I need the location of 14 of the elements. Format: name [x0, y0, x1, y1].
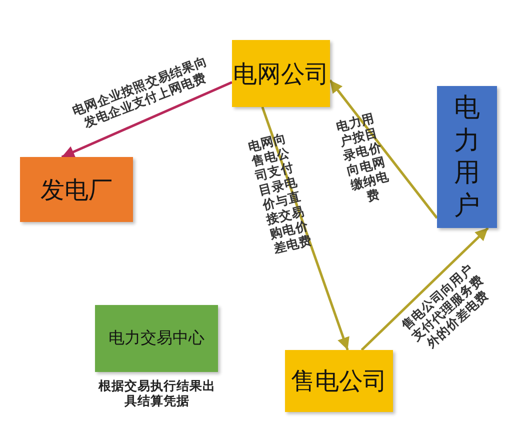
edge-label: 电力用户按目录电价向电网缴纳电费 — [333, 110, 392, 206]
sales-box: 售电公司 — [285, 350, 393, 412]
user-box: 电力用户 — [437, 86, 497, 228]
edge-label: 电网企业按照交易结果向发电企业支付上网电费 — [69, 52, 210, 132]
edge-label: 电网向售电公司支付目录电价与直接交易购电价差电费 — [245, 130, 314, 256]
node-caption: 根据交易执行结果出具结算凭据 — [97, 378, 216, 408]
company-box: 电网公司 — [232, 40, 330, 107]
arrow — [329, 79, 438, 219]
arrow — [360, 227, 489, 351]
arrow — [261, 106, 350, 350]
edge-label: 售电公司向用户支付代理服务费外的价差电费 — [398, 260, 492, 353]
center-box: 电力交易中心 — [95, 305, 218, 372]
arrow — [61, 81, 232, 158]
plant-box: 发电厂 — [20, 157, 133, 222]
